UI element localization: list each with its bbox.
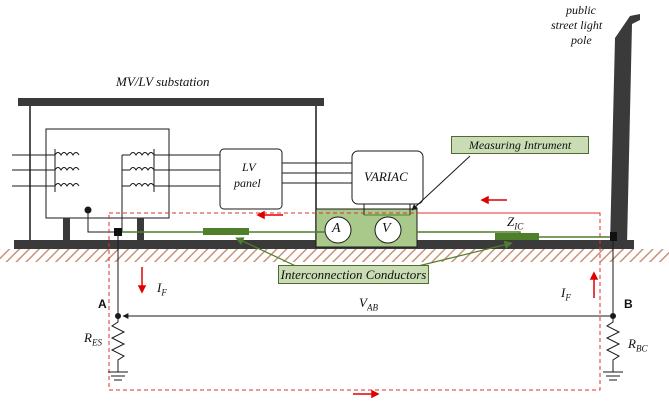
node-a-label: A	[98, 297, 107, 311]
voltmeter-label: V	[382, 221, 391, 236]
conductor-segment-left	[203, 228, 249, 235]
current-label-right: IF	[561, 285, 571, 303]
variac-label: VARIAC	[364, 169, 408, 184]
variac-box	[351, 150, 424, 205]
ammeter-symbol	[324, 216, 352, 244]
ground-symbol-right	[603, 371, 623, 381]
resistor-bc-label: RBC	[628, 336, 648, 354]
street-light-pole	[610, 14, 640, 245]
voltmeter-symbol	[374, 216, 402, 244]
transformer-box	[45, 128, 170, 219]
pole-label-line1: public	[566, 3, 596, 17]
lv-panel-label-line1: LV	[242, 160, 256, 174]
node-b-label: B	[624, 297, 633, 311]
pole-label-line2: street light	[551, 18, 603, 32]
resistor-bc	[605, 316, 621, 372]
resistor-es	[110, 316, 126, 372]
voltage-label: VAB	[359, 295, 378, 313]
substation-roof	[18, 98, 324, 106]
node-a	[115, 313, 121, 319]
lv-panel-box	[219, 148, 283, 210]
current-arrows	[137, 195, 599, 399]
ammeter-label: A	[332, 221, 341, 236]
ground-symbol-left	[108, 371, 128, 381]
pole-label-line3: pole	[571, 33, 592, 47]
interconnection-label: Interconnection Conductors	[278, 265, 429, 284]
impedance-zic	[495, 233, 539, 240]
current-label-left: IF	[157, 280, 167, 298]
measuring-instrument-label: Measuring Intrument	[451, 136, 589, 154]
fault-current-loop	[108, 212, 601, 391]
node-b	[610, 313, 616, 319]
impedance-label: ZIC	[507, 214, 524, 232]
resistor-es-label: RES	[84, 330, 102, 348]
ground-hatch	[0, 249, 669, 262]
substation-label: MV/LV substation	[116, 74, 210, 89]
lv-panel-label-line2: panel	[234, 176, 261, 190]
